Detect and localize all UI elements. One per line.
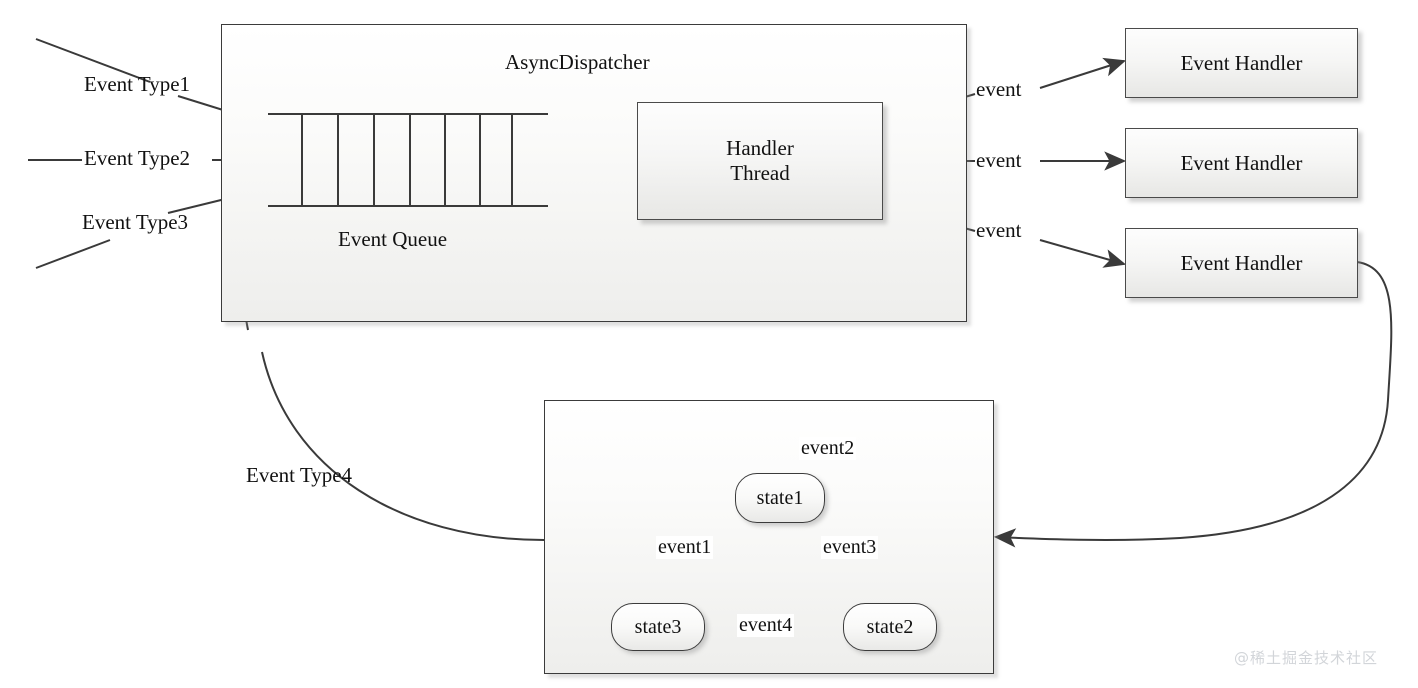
input-label-event-type3: Event Type3 <box>82 210 189 234</box>
state-node-label: state2 <box>866 615 914 638</box>
handler-thread-box[interactable]: Handler Thread <box>637 102 883 220</box>
queue-divider <box>444 113 447 207</box>
state-node-state3[interactable]: state3 <box>611 603 705 651</box>
edge-handler3-to-statemachine <box>993 261 1393 548</box>
edge-event-type4-lower <box>261 351 545 541</box>
queue-divider <box>479 113 482 207</box>
output-edge-label-2: event <box>976 148 1022 172</box>
transition-label-event1: event1 <box>656 536 714 559</box>
edge-event-type3-tail <box>35 239 111 269</box>
handler-thread-label-line1: Handler <box>726 136 794 161</box>
edge-event1-to-handler1 <box>1039 57 1127 89</box>
handler-thread-label-line2: Thread <box>730 161 790 185</box>
queue-divider <box>301 113 304 207</box>
event-queue-label: Event Queue <box>338 227 448 251</box>
event-handler-label: Event Handler <box>1180 150 1303 175</box>
output-edge-label-3: event <box>976 218 1022 242</box>
queue-top-rail <box>268 113 548 116</box>
event-handler-label: Event Handler <box>1180 50 1303 75</box>
event-handler-box-3[interactable]: Event Handler <box>1125 228 1358 298</box>
state-node-state1[interactable]: state1 <box>735 473 825 523</box>
event-handler-box-2[interactable]: Event Handler <box>1125 128 1358 198</box>
queue-divider <box>373 113 376 207</box>
input-label-event-type1: Event Type1 <box>84 72 191 96</box>
queue-bottom-rail <box>268 205 548 208</box>
queue-divider <box>337 113 340 207</box>
queue-divider <box>409 113 412 207</box>
input-label-event-type4: Event Type4 <box>246 463 353 487</box>
edge-event3-to-handler3 <box>1039 239 1127 268</box>
transition-label-event2: event2 <box>799 437 857 460</box>
event-handler-box-1[interactable]: Event Handler <box>1125 28 1358 98</box>
transition-label-event4: event4 <box>737 614 795 637</box>
state-node-state2[interactable]: state2 <box>843 603 937 651</box>
output-edge-label-1: event <box>976 77 1022 101</box>
input-label-event-type2: Event Type2 <box>84 146 191 170</box>
asyncdispatcher-title: AsyncDispatcher <box>505 50 650 74</box>
state-node-label: state1 <box>756 486 804 509</box>
queue-divider <box>511 113 514 207</box>
state-node-label: state3 <box>634 615 682 638</box>
watermark: @稀土掘金技术社区 <box>1234 649 1379 667</box>
transition-label-event3: event3 <box>821 536 879 559</box>
event-handler-label: Event Handler <box>1180 250 1303 275</box>
